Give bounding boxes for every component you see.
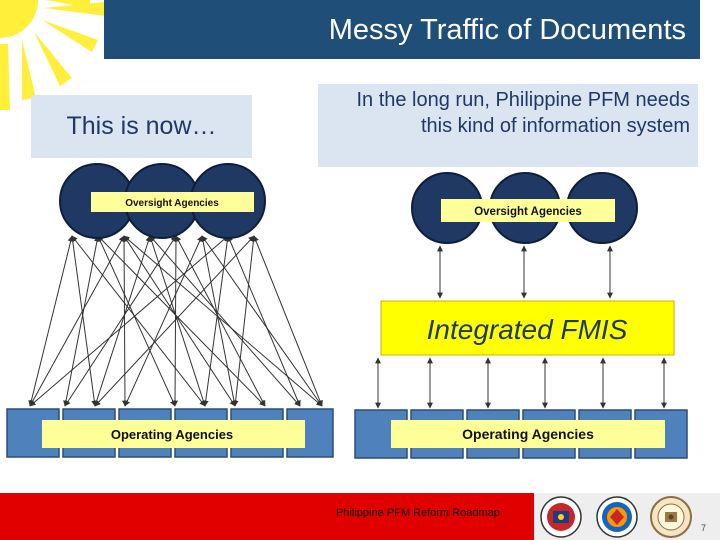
messy-arrow-25 bbox=[253, 235, 323, 407]
government-seal-3-icon bbox=[650, 496, 692, 538]
page-number: 7 bbox=[701, 523, 707, 533]
messy-arrow-12 bbox=[148, 235, 207, 407]
messy-arrow-23 bbox=[94, 235, 255, 407]
messy-arrow-20 bbox=[29, 235, 229, 407]
left-oversight-label-box bbox=[91, 192, 254, 212]
left-operating-label-box bbox=[42, 420, 305, 448]
left-caption: This is now… bbox=[31, 95, 252, 158]
left-operating-label: Operating Agencies bbox=[111, 427, 233, 442]
left-oversight-label: Oversight Agencies bbox=[125, 198, 219, 209]
right-caption: In the long run, Philippine PFM needs th… bbox=[318, 84, 698, 167]
footer-text: Philippine PFM Reform Roadmap bbox=[336, 507, 500, 519]
right-operating-box-1 bbox=[354, 409, 408, 459]
messy-arrow-10 bbox=[123, 235, 323, 407]
right-oversight-label-box bbox=[441, 199, 615, 222]
messy-arrow-6 bbox=[97, 235, 266, 407]
messy-arrow-8 bbox=[121, 235, 128, 407]
title-bar bbox=[104, 0, 700, 59]
messy-arrow-1 bbox=[28, 235, 74, 407]
messy-arrow-7 bbox=[29, 235, 125, 407]
right-oversight-label: Oversight Agencies bbox=[474, 206, 582, 218]
sun-decoration bbox=[0, 0, 106, 110]
footer: Philippine PFM Reform Roadmap 7 bbox=[0, 493, 720, 540]
government-seal-1-icon bbox=[540, 496, 582, 538]
messy-arrow-24 bbox=[232, 235, 257, 407]
fmis-box bbox=[380, 300, 675, 356]
fmis-label: Integrated FMIS bbox=[427, 314, 628, 345]
messy-arrows bbox=[28, 235, 323, 407]
government-seal-2-icon bbox=[596, 496, 638, 538]
right-bottom-arrows bbox=[375, 357, 667, 409]
right-top-arrows bbox=[437, 245, 613, 299]
right-operating-label: Operating Agencies bbox=[462, 426, 594, 442]
footer-red-band bbox=[0, 493, 534, 540]
right-operating-label-box bbox=[391, 420, 665, 448]
slide-title: Messy Traffic of Documents bbox=[328, 14, 686, 46]
